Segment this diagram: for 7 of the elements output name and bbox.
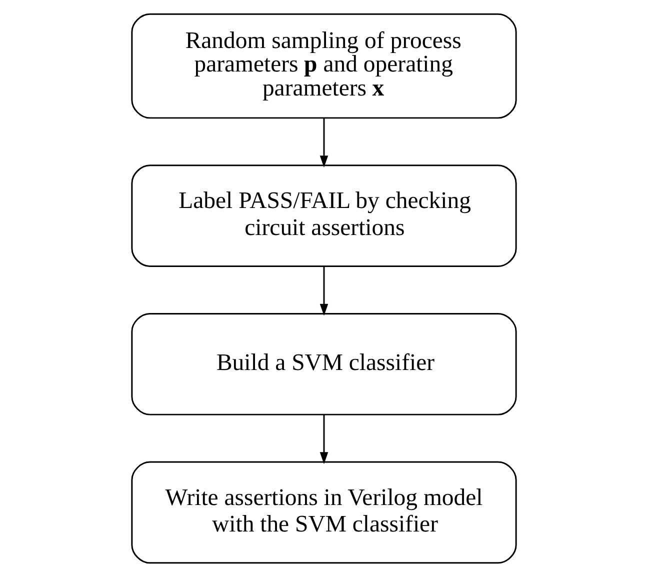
arrow — [319, 414, 328, 464]
arrow — [319, 266, 328, 316]
node-box: Build a SVM classifier — [130, 312, 516, 416]
node-box: Label PASS/FAIL by checking circuit assertions — [130, 164, 516, 267]
arrow — [319, 118, 328, 168]
node-box: Write assertions in Verilog model with the SVM classifier — [130, 461, 516, 564]
node-box: Random sampling of process parameters p and operating parameters x — [130, 13, 516, 119]
